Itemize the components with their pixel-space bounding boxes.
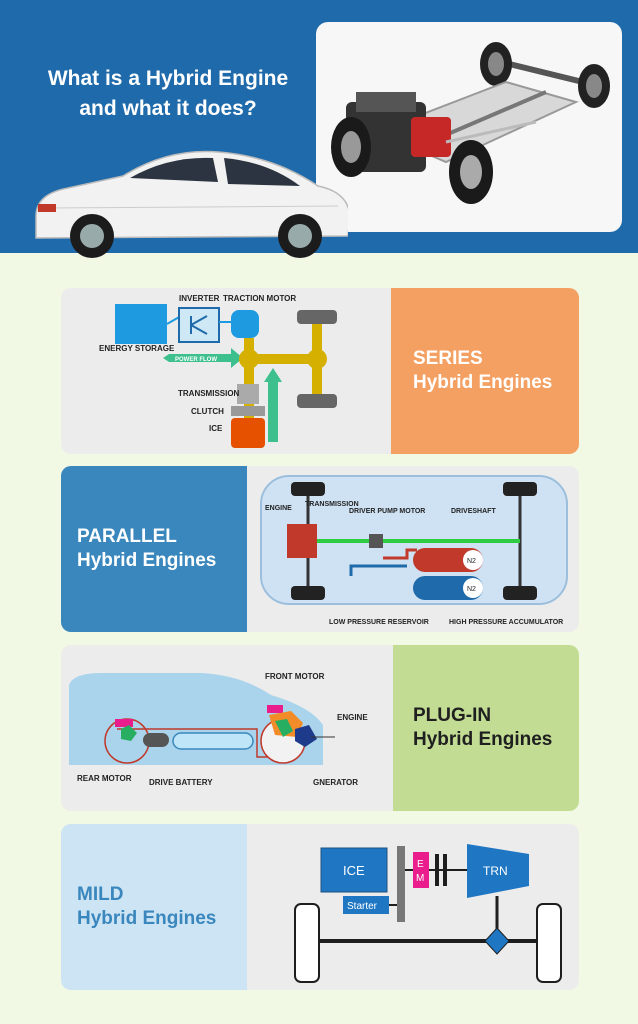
- plugin-title-line2: Hybrid Engines: [413, 729, 553, 750]
- traction-motor-box: [231, 310, 259, 338]
- card-plugin: FRONT MOTOR ENGINE REAR MOTOR DRIVE BATT…: [61, 645, 579, 811]
- mild-em-label-e: E: [417, 859, 424, 870]
- chassis-illustration: [331, 42, 610, 204]
- mild-ice-label: ICE: [343, 863, 365, 878]
- series-title-line2: Hybrid Engines: [413, 372, 553, 393]
- inverter-label: INVERTER: [179, 294, 220, 303]
- traction-motor-label: TRACTION MOTOR: [223, 294, 296, 303]
- high-pressure-label: HIGH PRESSURE ACCUMULATOR: [449, 619, 563, 626]
- chassis-photo: [316, 22, 622, 232]
- rear-motor-label: REAR MOTOR: [77, 774, 132, 783]
- card-series: POWER FLOW INVERTER TRACTION MOTOR ENERG…: [61, 288, 579, 454]
- series-diagram: POWER FLOW INVERTER TRACTION MOTOR ENERG…: [99, 294, 337, 448]
- low-pressure-label: LOW PRESSURE RESERVOIR: [329, 619, 429, 626]
- parallel-diagram: N2 N2 ENGINE TRANSMISSION DRIVER PUMP MO…: [260, 475, 568, 626]
- n2-bottom-label: N2: [467, 586, 476, 593]
- series-label-panel: [391, 288, 579, 454]
- mild-diagram: ICE E M TRN Starter: [294, 844, 562, 983]
- drive-battery-label: DRIVE BATTERY: [149, 778, 213, 787]
- n2-top-label: N2: [467, 558, 476, 565]
- card-parallel: PARALLEL Hybrid Engines N2 N2 ENGINE TRA…: [61, 466, 579, 632]
- page-title: What is a Hybrid Engine and what it does…: [18, 64, 318, 124]
- mild-starter-box: [343, 896, 389, 914]
- parallel-diagram-panel: N2 N2 ENGINE TRANSMISSION DRIVER PUMP MO…: [247, 466, 579, 632]
- page-title-line2: and what it does?: [79, 97, 257, 120]
- mild-title-line1: MILD: [77, 884, 124, 905]
- series-diagram-panel: POWER FLOW INVERTER TRACTION MOTOR ENERG…: [61, 288, 391, 454]
- clutch-label: CLUTCH: [191, 407, 224, 416]
- mild-starter-label: Starter: [347, 901, 378, 912]
- inverter-box: [178, 307, 220, 343]
- hybrid-car-image: [35, 150, 348, 258]
- front-motor-label: FRONT MOTOR: [265, 672, 325, 681]
- plugin-label-panel: [393, 645, 579, 811]
- mild-diagram-panel: ICE E M TRN Starter: [247, 824, 579, 990]
- parallel-label-panel: [61, 466, 247, 632]
- parallel-title: PARALLEL Hybrid Engines: [77, 466, 216, 632]
- ice-box: [231, 418, 265, 448]
- engine-label: ENGINE: [265, 505, 292, 512]
- mild-trn-label: TRN: [483, 864, 508, 878]
- header-banner: What is a Hybrid Engine and what it does…: [0, 0, 638, 258]
- transmission-label: TRANSMISSION: [178, 389, 240, 398]
- parallel-title-line1: PARALLEL: [77, 526, 177, 547]
- mild-trn-box: [467, 844, 529, 898]
- mild-title: MILD Hybrid Engines: [77, 824, 216, 990]
- power-flow-label: POWER FLOW: [175, 357, 217, 363]
- power-flow-arrow: [163, 348, 243, 368]
- card-mild: MILD Hybrid Engines ICE E M TRN Starter: [61, 824, 579, 990]
- page-title-line1: What is a Hybrid Engine: [47, 67, 289, 90]
- driveshaft-label: DRIVESHAFT: [451, 508, 496, 515]
- plugin-diagram: FRONT MOTOR ENGINE REAR MOTOR DRIVE BATT…: [69, 672, 368, 787]
- plugin-engine-label: ENGINE: [337, 713, 368, 722]
- series-title-line1: SERIES: [413, 348, 483, 369]
- mild-em-label-m: M: [416, 873, 424, 884]
- engine-block: [287, 524, 317, 558]
- generator-label: GNERATOR: [313, 778, 358, 787]
- energy-storage-label: ENERGY STORAGE: [99, 344, 175, 353]
- plugin-title-line1: PLUG-IN: [413, 705, 492, 726]
- drive-battery-box: [172, 732, 254, 750]
- transmission-label: TRANSMISSION: [305, 501, 359, 508]
- mild-em-box: [413, 852, 429, 888]
- driver-pump-motor-label: DRIVER PUMP MOTOR: [349, 508, 425, 515]
- parallel-title-line2: Hybrid Engines: [77, 550, 217, 571]
- energy-storage-box: [115, 304, 167, 344]
- plugin-diagram-panel: FRONT MOTOR ENGINE REAR MOTOR DRIVE BATT…: [61, 645, 393, 811]
- mild-title-line2: Hybrid Engines: [77, 908, 217, 929]
- plugin-title: PLUG-IN Hybrid Engines: [413, 645, 552, 811]
- mild-ice-box: [320, 847, 388, 893]
- mild-label-panel: [61, 824, 247, 990]
- ice-label: ICE: [209, 424, 223, 433]
- series-title: SERIES Hybrid Engines: [413, 288, 552, 454]
